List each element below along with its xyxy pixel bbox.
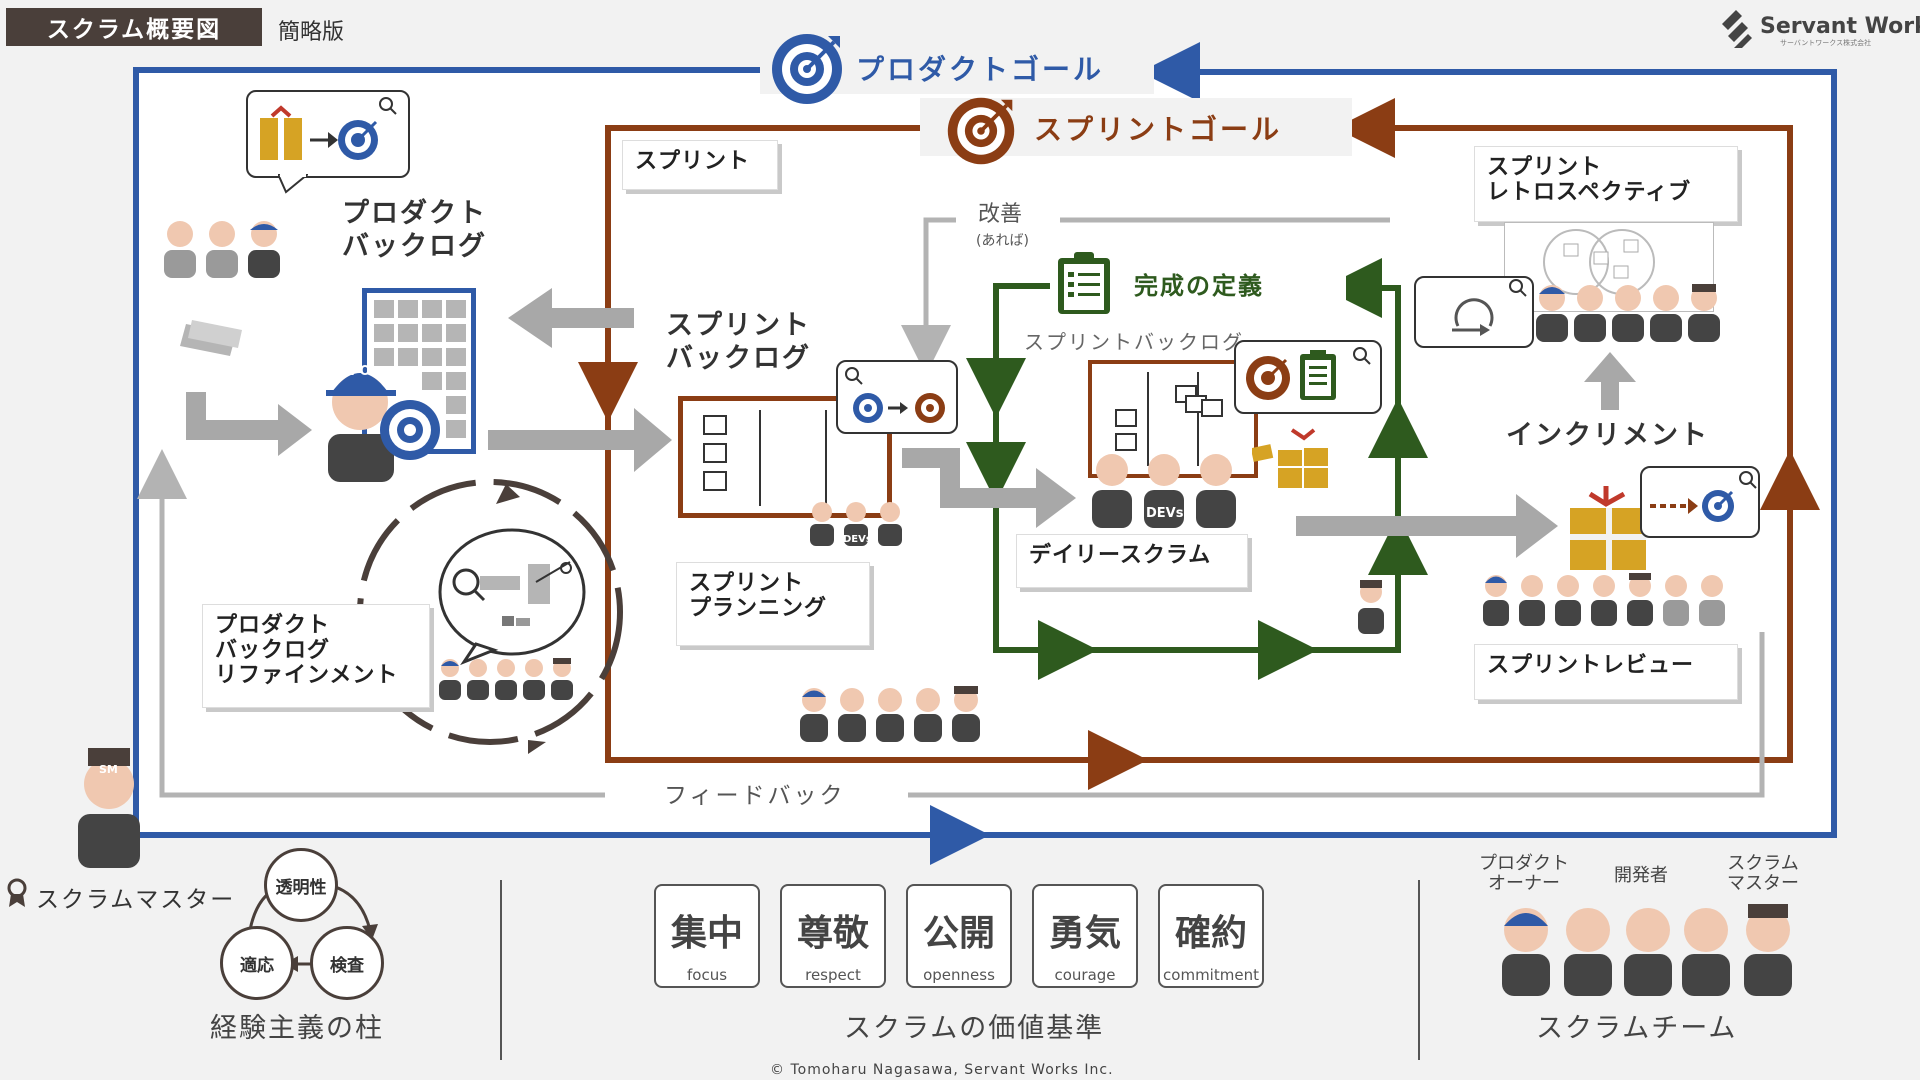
- sprint-backlog-small-label: スプリントバックログ: [1024, 330, 1244, 354]
- value-commitment-en: commitment: [1163, 966, 1259, 984]
- value-card-openness: 公開 openness: [906, 884, 1012, 988]
- footer-divider-right: [1418, 880, 1420, 1060]
- increment-bubble: [1640, 466, 1760, 538]
- team-product-owner-label: プロダクト オーナー: [1464, 854, 1584, 894]
- refinement-team-icon: [436, 658, 576, 706]
- team-sm-line2: マスター: [1727, 873, 1799, 894]
- refinement-line2: バックログ: [215, 638, 331, 663]
- retro-line1: スプリント: [1487, 155, 1603, 180]
- value-card-courage: 勇気 courage: [1032, 884, 1138, 988]
- daily-bubble: [1234, 340, 1382, 414]
- refinement-line1: プロダクト: [215, 613, 331, 638]
- product-goal-target-icon: [768, 30, 846, 112]
- product-backlog-board-icon: [362, 288, 476, 458]
- goal-to-goal-icon: [845, 367, 945, 423]
- card-sprint-planning: スプリント プランニング: [676, 562, 870, 646]
- team-scrum-master-label: スクラム マスター: [1708, 854, 1818, 894]
- value-card-respect: 尊敬 respect: [780, 884, 886, 988]
- documents-icon: [180, 318, 250, 366]
- brand-name: Servant Works: [1760, 14, 1920, 39]
- value-courage-en: courage: [1054, 966, 1116, 984]
- definition-of-done-title: 完成の定義: [1134, 272, 1264, 300]
- scrum-master-avatar: [74, 748, 144, 872]
- pillar-transparency: 透明性: [264, 848, 338, 922]
- scrum-master-label: スクラムマスター: [36, 887, 236, 913]
- planning-line1: スプリント: [689, 571, 805, 596]
- product-backlog-label-line2: バックログ: [342, 231, 487, 262]
- sprint-planning-team-icon: [806, 500, 906, 552]
- diagram-title: スクラム概要図: [6, 8, 262, 46]
- sprint-backlog-label-line1: スプリント: [666, 310, 811, 341]
- card-sprint: スプリント: [622, 140, 778, 190]
- feedback-label: フィードバック: [664, 783, 846, 809]
- increment-gift-icon: [1566, 482, 1650, 576]
- brand-logo-icon: [1718, 10, 1756, 52]
- retrospective-team-icon: [1532, 282, 1722, 348]
- value-card-commitment: 確約 commitment: [1158, 884, 1264, 988]
- cycle-icon: [1452, 279, 1527, 336]
- empiricism-title: 経験主義の柱: [210, 1013, 384, 1044]
- retrospective-bubble: [1414, 276, 1534, 348]
- sprint-backlog-label-line2: バックログ: [666, 343, 811, 374]
- value-card-focus: 集中 focus: [654, 884, 760, 988]
- pillar-adaptation: 適応: [220, 926, 294, 1000]
- sm-badge: SM: [99, 763, 118, 776]
- card-daily-scrum: デイリースクラム: [1016, 534, 1248, 588]
- values-title: スクラムの価値基準: [844, 1013, 1105, 1044]
- gift-to-goal-icon: [260, 97, 397, 160]
- diagram-subtitle: 簡略版: [278, 20, 345, 45]
- card-sprint-review: スプリントレビュー: [1474, 644, 1738, 700]
- team-developers-label: 開発者: [1614, 865, 1668, 886]
- devs-badge: DEVs: [1146, 506, 1184, 521]
- team-sm-line1: スクラム: [1727, 853, 1799, 874]
- team-po-line1: プロダクト: [1479, 853, 1569, 874]
- value-openness-en: openness: [923, 966, 995, 984]
- increment-gifts-icon: [1250, 426, 1332, 496]
- sprint-backlog-bubble: [836, 360, 958, 434]
- increment-to-goal-icon: [1650, 471, 1757, 522]
- goal-and-checklist-icon: [1246, 347, 1371, 400]
- value-openness-kanji: 公開: [922, 912, 995, 954]
- sprint-goal-target-icon: [944, 94, 1018, 172]
- product-owner-avatar: [326, 354, 446, 486]
- value-focus-en: focus: [686, 966, 728, 984]
- value-respect-en: respect: [805, 966, 861, 984]
- sprint-review-people-icon: [1480, 572, 1728, 632]
- footer-divider-left: [500, 880, 502, 1060]
- improvement-label: 改善: [978, 202, 1023, 227]
- increment-label: インクリメント: [1506, 420, 1709, 451]
- product-goal-title: プロダクトゴール: [856, 53, 1105, 86]
- product-backlog-label-line1: プロダクト: [342, 198, 487, 229]
- improvement-note: (あれば): [976, 233, 1029, 249]
- refinement-line3: リファインメント: [215, 663, 399, 688]
- retrospective-board-icon: [1503, 221, 1715, 316]
- stakeholders-icon: [160, 220, 290, 284]
- developers-icon: [1090, 452, 1240, 532]
- devs-badge-small: DEVs: [843, 534, 872, 545]
- scrum-master-daily-icon: [1356, 578, 1386, 640]
- scrum-master-ribbon-icon: [6, 878, 28, 912]
- value-courage-kanji: 勇気: [1048, 912, 1121, 954]
- copyright: © Tomoharu Nagasawa, Servant Works Inc.: [770, 1062, 1114, 1078]
- clipboard-icon: [1056, 250, 1112, 320]
- value-commitment-kanji: 確約: [1174, 912, 1247, 954]
- team-po-line2: オーナー: [1488, 873, 1560, 894]
- refinement-bubble: [436, 528, 586, 672]
- value-respect-kanji: 尊敬: [796, 912, 869, 954]
- team-title: スクラムチーム: [1536, 1013, 1738, 1044]
- card-backlog-refinement: プロダクト バックログ リファインメント: [202, 604, 430, 708]
- sprint-goal-title: スプリントゴール: [1034, 113, 1283, 146]
- pillar-inspection: 検査: [310, 926, 384, 1000]
- scrum-team-sprint-icon: [796, 686, 986, 748]
- brand-tagline: サーバントワークス株式会社: [1780, 39, 1872, 47]
- product-backlog-bubble: [246, 90, 410, 194]
- value-focus-kanji: 集中: [670, 912, 743, 954]
- retro-line2: レトロスペクティブ: [1487, 180, 1692, 205]
- scrum-team-icon: [1500, 900, 1800, 1000]
- card-sprint-retrospective: スプリント レトロスペクティブ: [1474, 146, 1738, 222]
- planning-line2: プランニング: [689, 596, 828, 621]
- po-badge: PO: [350, 364, 371, 379]
